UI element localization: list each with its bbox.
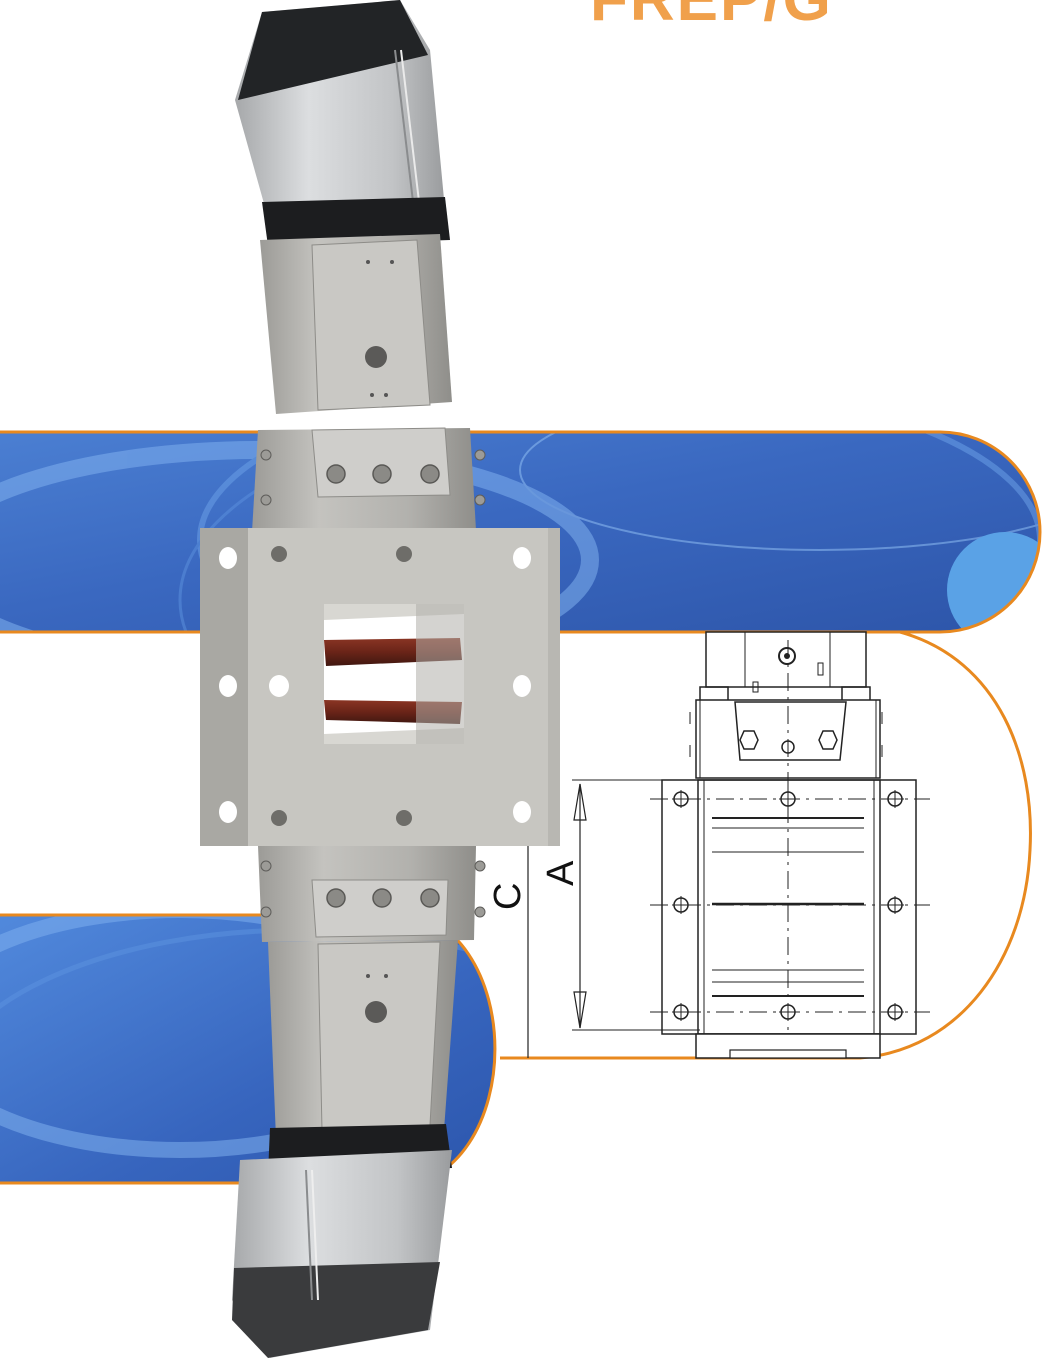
- technical-drawing: A C: [487, 630, 1032, 1060]
- dimension-a-label: A: [540, 860, 582, 886]
- dimension-c-label: C: [487, 883, 529, 910]
- product-title: FREP/G: [590, 0, 833, 35]
- valve-photo: [200, 0, 560, 1358]
